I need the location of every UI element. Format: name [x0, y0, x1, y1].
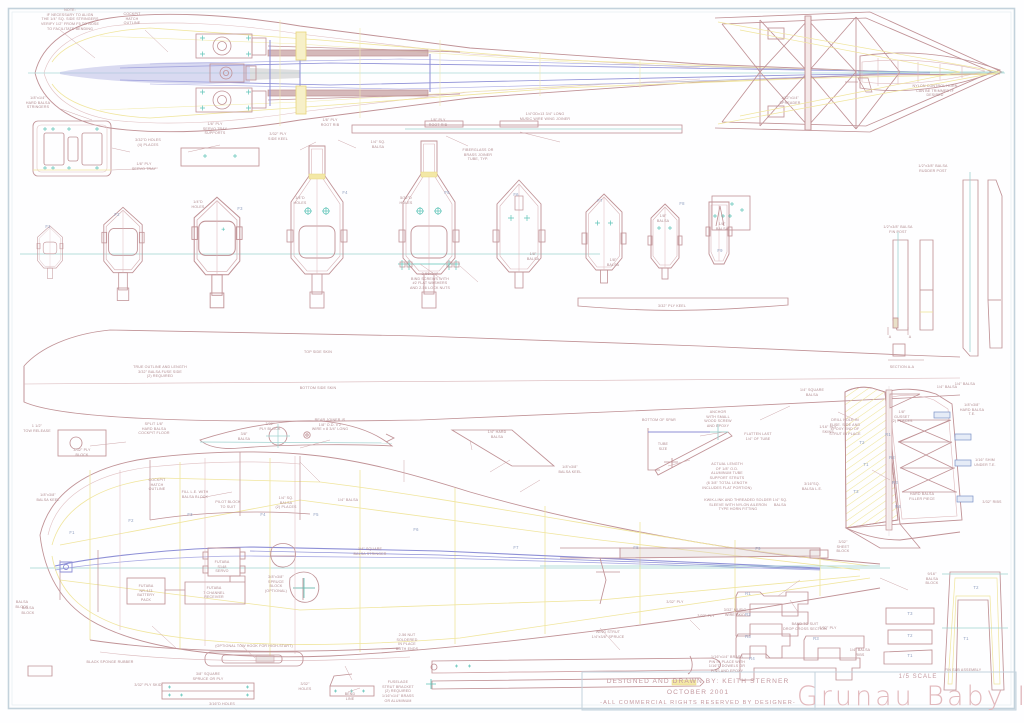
corner-block-detail [711, 195, 751, 231]
titleblock-model-name: Grunau Baby II [796, 681, 1024, 712]
former-F9 [705, 201, 733, 265]
spruce-bar-detail [161, 682, 255, 700]
servo-tray-detail [32, 120, 112, 177]
former-F3 [191, 196, 243, 309]
skid-block [27, 665, 53, 677]
titleblock-date: OCTOBER 2001 [666, 689, 730, 696]
wing-joiner-bar [351, 120, 683, 134]
hard-balsa-piece [450, 429, 556, 467]
fuselage-side-view [30, 451, 890, 662]
titleblock-designer: DESIGNED AND DRAWN BY: KEITH STERNER [606, 678, 790, 685]
title-block-frame [581, 671, 1017, 711]
former-F8 [647, 203, 683, 280]
titleblock-scale: 1/5 SCALE [898, 674, 938, 680]
receiver-box [184, 575, 246, 605]
fuselage-top-view [28, 13, 1005, 133]
stringer-section [270, 543, 296, 568]
former-F5 [398, 140, 460, 309]
former-F4 [286, 145, 348, 309]
fin-post [887, 232, 934, 361]
vertical-fin [844, 386, 974, 549]
ply-block-detail [57, 429, 107, 457]
servo-tray-support [180, 147, 260, 167]
servo-tray-holes [43, 127, 99, 170]
tail-side-detail [540, 547, 880, 605]
former-F7 [581, 193, 627, 284]
wing-root-section [199, 420, 395, 449]
side-servo [202, 547, 246, 577]
battery-pack [126, 577, 185, 605]
former-F2 [101, 206, 145, 301]
tail-part-blocks [883, 607, 935, 665]
fuselage-side-panel [23, 329, 961, 422]
wing-strut-lower [431, 677, 705, 690]
horizontal-stab-top-view [714, 11, 1004, 133]
wing-strut-detail [430, 655, 721, 675]
strut-bracket-detail [329, 673, 375, 697]
rudder-post [962, 172, 1003, 357]
rib-parts [735, 591, 865, 681]
strut-detail [647, 424, 733, 476]
ply-keel [577, 297, 789, 311]
titleblock-rights: -ALL COMMERCIAL RIGHTS RESERVED BY DESIG… [600, 700, 796, 706]
formers-row [20, 120, 733, 309]
leader-lines [57, 29, 909, 693]
fin-sub-assembly [942, 571, 1008, 691]
former-F6 [492, 179, 546, 289]
former-F1 [36, 225, 64, 279]
